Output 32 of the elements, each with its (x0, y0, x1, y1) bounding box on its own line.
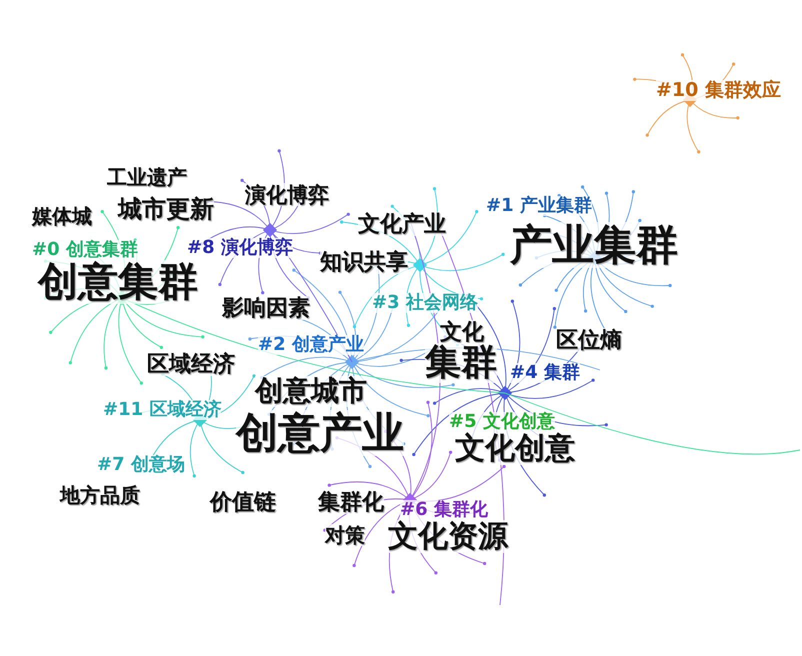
keyword-label: 集群化 (318, 490, 384, 514)
keyword-label: 影响因素 (222, 296, 310, 320)
keyword-label: 媒体城 (32, 205, 92, 227)
keyword-label: 文化产业 (358, 212, 446, 236)
keyword-label: 区位熵 (556, 328, 622, 352)
cluster-label: #2 创意产业 (258, 335, 364, 355)
cluster-label: #0 创意集群 (32, 240, 138, 260)
keyword-label: 创意集群 (38, 260, 198, 304)
cluster-label: #3 社会网络 (372, 293, 478, 313)
cluster-label: #6 集群化 (400, 500, 488, 520)
cluster-label: #1 产业集群 (486, 196, 592, 216)
keyword-label: 集群 (425, 343, 497, 383)
keyword-label: 价值链 (210, 490, 276, 514)
keyword-label: 城市更新 (118, 196, 214, 222)
keyword-label: 文化 (440, 320, 484, 344)
cluster-label: #5 文化创意 (449, 412, 555, 432)
keyword-label: 工业遗产 (107, 166, 187, 188)
keyword-label: 区域经济 (147, 352, 235, 376)
keyword-label: 文化资源 (388, 520, 508, 553)
cluster-label: #4 集群 (510, 363, 580, 383)
keyword-label: 地方品质 (60, 484, 140, 506)
keyword-label: 创意城市 (255, 376, 367, 407)
cluster-label: #7 创意场 (97, 455, 185, 475)
cluster-label: #11 区域经济 (103, 400, 222, 420)
keyword-label: 知识共享 (320, 250, 408, 274)
cluster-label: #8 演化博弈 (187, 238, 293, 258)
cluster-label: #10 集群效应 (656, 80, 781, 101)
keyword-label: 产业集群 (510, 222, 678, 268)
keyword-label: 文化创意 (455, 432, 575, 465)
keyword-label: 对策 (325, 524, 365, 546)
keyword-label: 创意产业 (236, 410, 404, 456)
keyword-label: 演化博弈 (245, 183, 329, 206)
